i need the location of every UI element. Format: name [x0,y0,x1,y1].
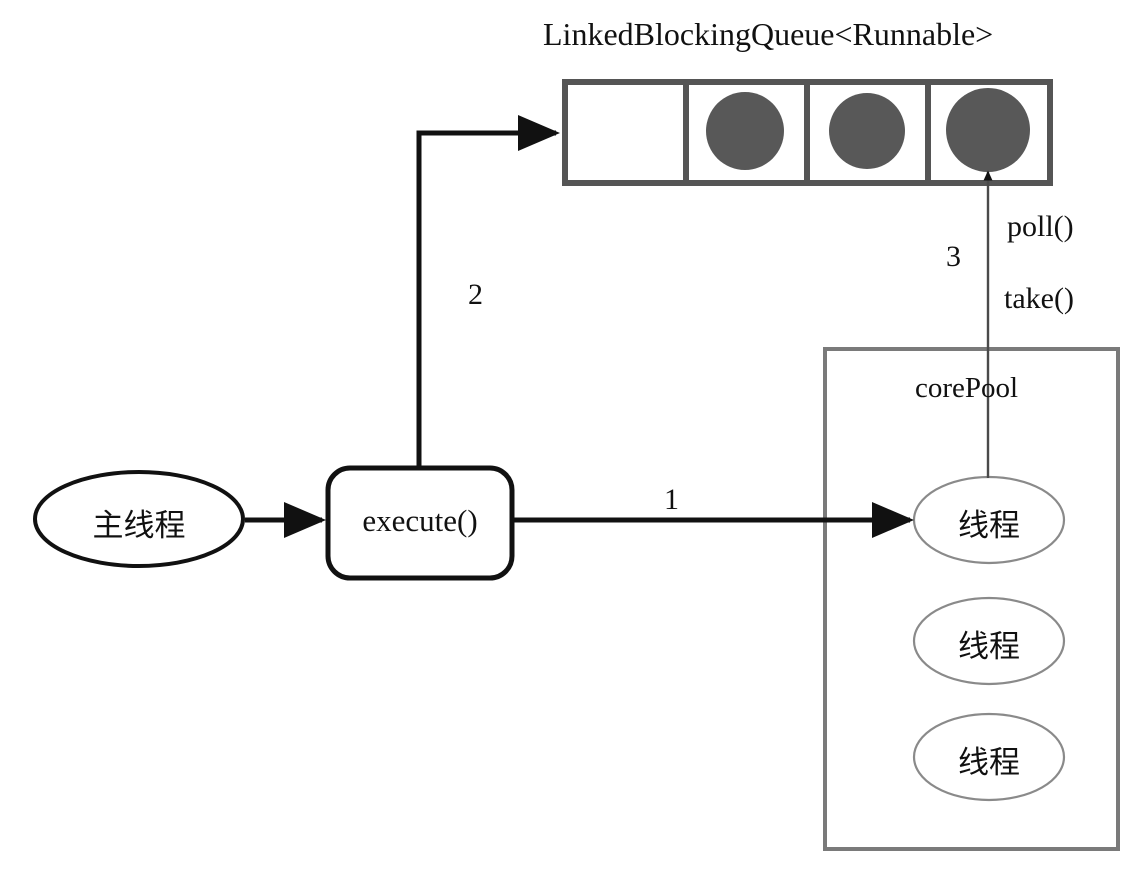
edge-label-3: 3 [946,240,961,273]
main-thread-label: 主线程 [92,508,186,543]
take-label: take() [1004,282,1074,315]
thread-label-1: 线程 [958,508,1020,543]
corepool-label: corePool [915,372,1019,404]
queue-title: LinkedBlockingQueue<Runnable> [543,16,994,52]
queue-task-circles [706,88,1030,172]
poll-label: poll() [1007,210,1074,243]
execute-label: execute() [362,503,478,538]
thread-label-3: 线程 [958,745,1020,780]
edge-label-1: 1 [664,483,679,516]
edge-label-2: 2 [468,278,483,311]
arrow-execute-to-queue [416,115,561,468]
thread-label-2: 线程 [958,629,1020,664]
thread-ellipses [912,475,1066,802]
corepool-box [823,347,1120,851]
main-thread-ellipse [33,470,245,568]
